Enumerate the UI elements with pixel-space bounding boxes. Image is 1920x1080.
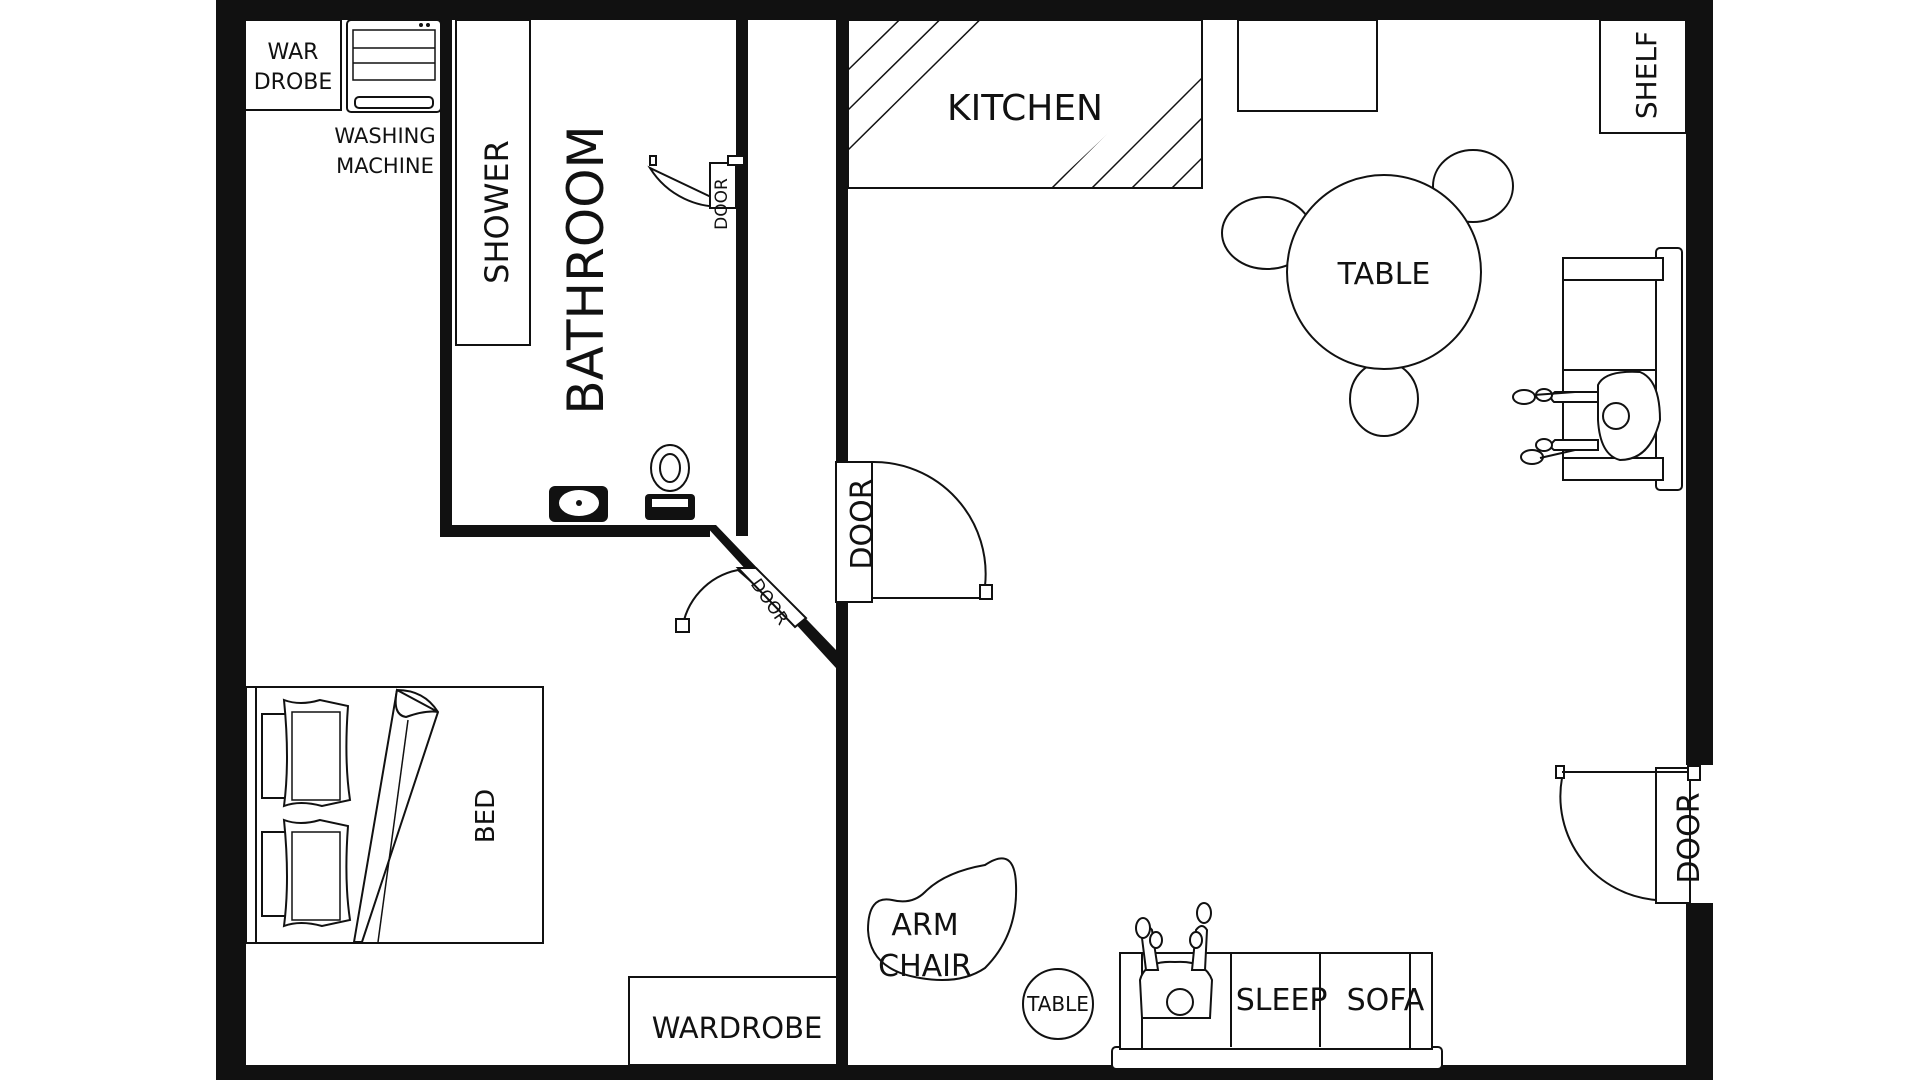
entrance-door-label: DOOR <box>1672 792 1707 883</box>
toilet <box>645 444 695 520</box>
washing-machine-label-line2: MACHINE <box>336 154 434 178</box>
bed: BED <box>245 686 544 944</box>
sleep-sofa-label: SLEEP SOFA <box>1236 983 1425 1018</box>
kitchen-label: KITCHEN <box>947 88 1103 129</box>
small-wardrobe-label-line1: WAR <box>268 40 319 65</box>
sleep-sofa: SLEEP SOFA <box>1111 952 1443 1070</box>
hall-door-label: DOOR <box>845 478 880 569</box>
kitchen: KITCHEN <box>847 19 1203 189</box>
outer-walls <box>216 0 1713 1080</box>
dining-table-label: TABLE <box>1337 257 1431 292</box>
bathroom-door: DOOR <box>647 155 745 230</box>
side-table: TABLE <box>1022 968 1094 1040</box>
seated-person-sofa-icon <box>1135 902 1214 1019</box>
armchair-label-line1: ARM <box>891 908 958 943</box>
kitchen-appliance <box>1237 19 1378 112</box>
interior-walls <box>440 16 848 1075</box>
small-wardrobe-label-line2: DROBE <box>254 70 333 95</box>
armchair-label-line2: CHAIR <box>878 949 972 984</box>
washing-machine-label-line1: WASHING <box>334 124 435 148</box>
shower-label: SHOWER <box>478 140 516 284</box>
seated-person-icon <box>1512 370 1662 465</box>
armchair: ARM CHAIR <box>866 857 1018 984</box>
washing-machine: WASHING MACHINE <box>334 19 442 178</box>
dining-table: TABLE <box>1221 149 1514 437</box>
shelf-label: SHELF <box>1630 31 1663 119</box>
shower <box>455 19 531 346</box>
bedroom-door: DOOR <box>675 567 808 633</box>
bed-label: BED <box>471 789 501 843</box>
bathroom: SHOWER BATHROOM DOOR <box>455 19 745 522</box>
sink <box>549 486 608 522</box>
side-table-label: TABLE <box>1026 992 1089 1016</box>
wardrobe-label: WARDROBE <box>652 1011 823 1045</box>
hall-door: DOOR <box>835 460 993 603</box>
bathroom-label: BATHROOM <box>557 125 615 414</box>
small-wardrobe: WAR DROBE <box>244 19 342 111</box>
bathroom-door-label: DOOR <box>712 178 732 230</box>
shelf: SHELF <box>1599 19 1687 134</box>
wardrobe: WARDROBE <box>628 976 838 1066</box>
entrance-door: DOOR <box>1555 765 1707 904</box>
